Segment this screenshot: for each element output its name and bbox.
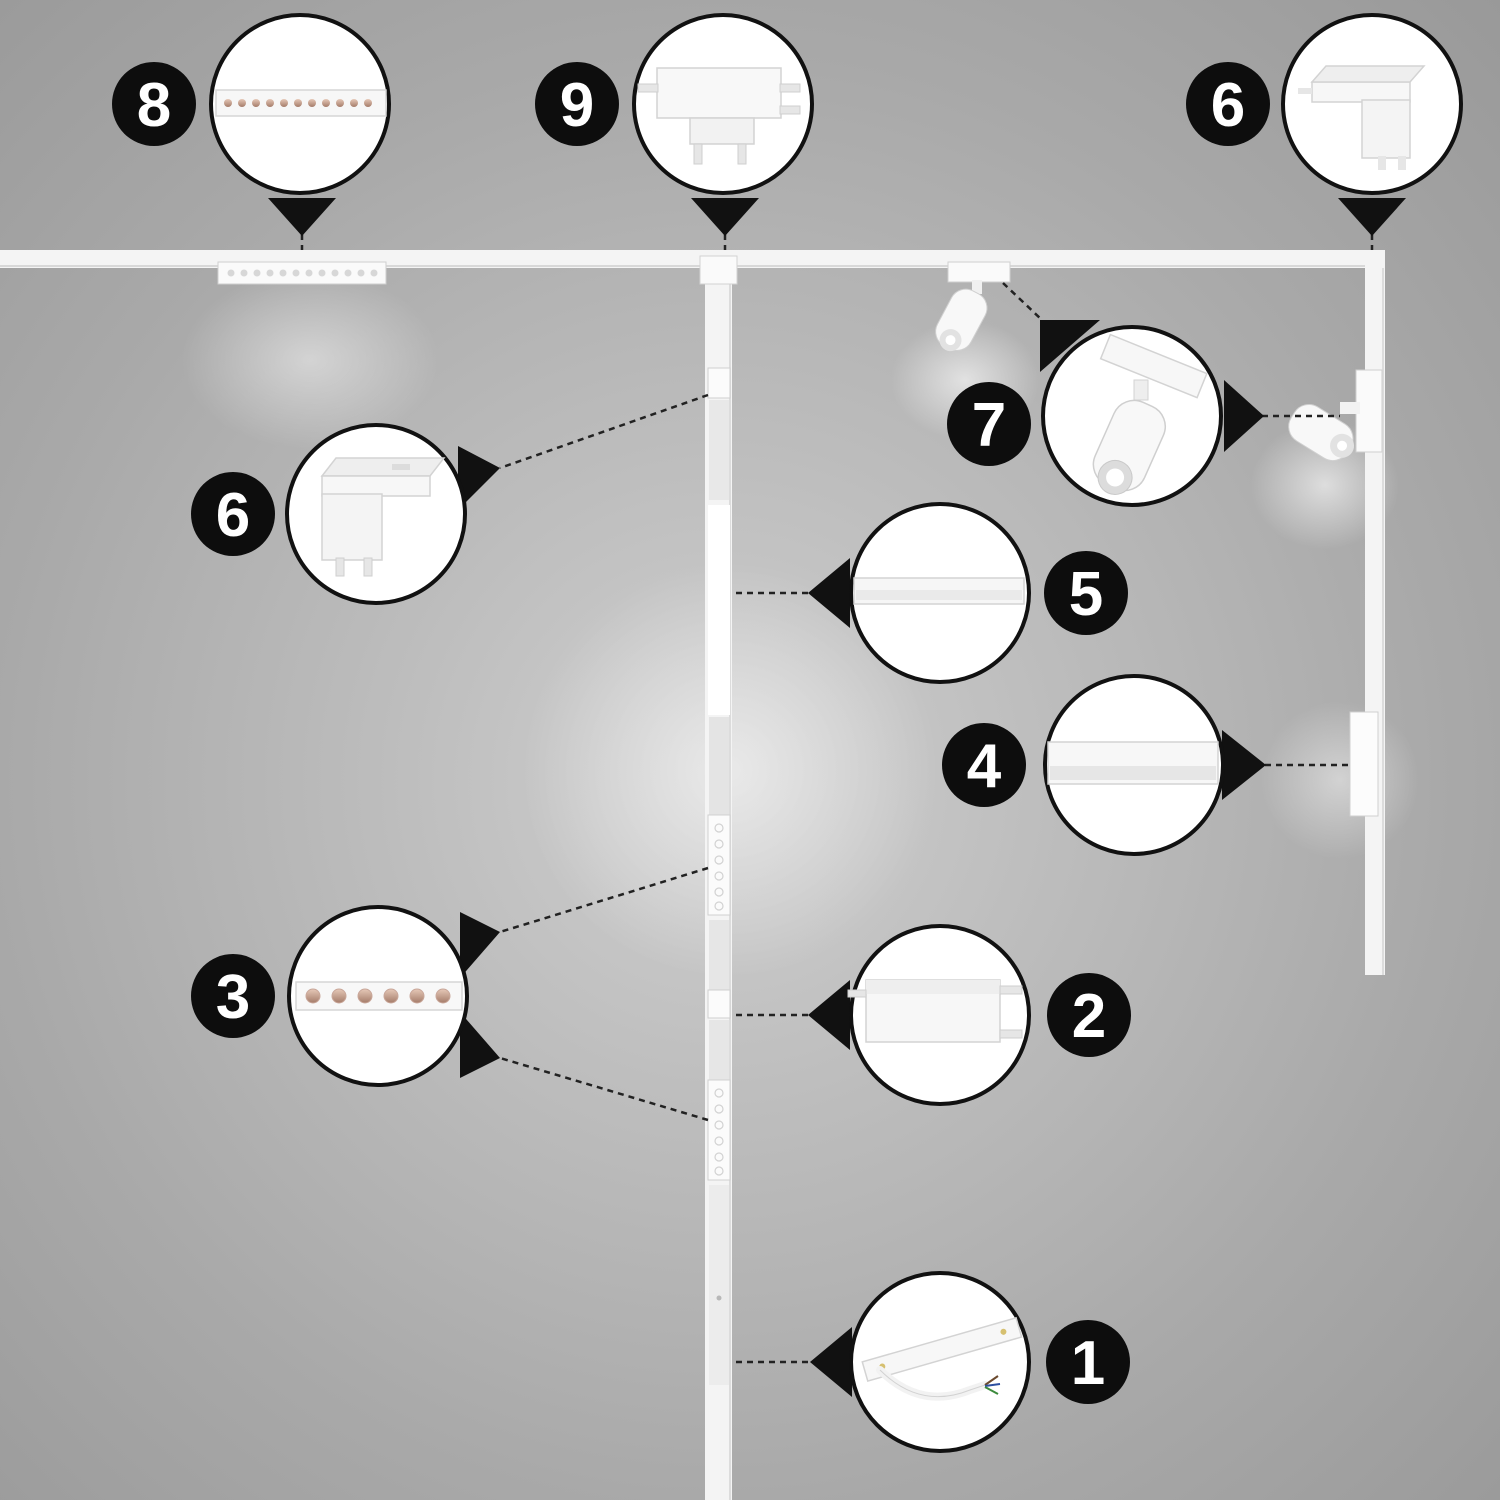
corner-connector-icon <box>1298 65 1426 170</box>
linear-light-fixture-top <box>217 261 387 285</box>
linear-light-fixture-low <box>707 1079 731 1181</box>
wall-washer-light-icon <box>1047 741 1219 785</box>
badge-label: 5 <box>1069 560 1103 629</box>
straight-connector-icon <box>847 979 1023 1043</box>
pointer-down <box>691 198 759 236</box>
badge-label: 1 <box>1071 1329 1105 1398</box>
linear-diffuser-light-icon <box>853 577 1025 605</box>
badge-5: 5 <box>1044 551 1128 635</box>
badge-1: 1 <box>1046 1320 1130 1404</box>
badge-label: 4 <box>967 732 1002 801</box>
t-junction-block <box>699 255 738 285</box>
badge-label: 7 <box>972 391 1006 460</box>
pointer-left <box>810 1327 852 1397</box>
power-feed-icon <box>861 1316 1023 1401</box>
pointer-right <box>1222 730 1266 800</box>
callout-circle-4[interactable] <box>1043 674 1225 856</box>
pointer-spot <box>1040 320 1100 372</box>
callout-circle-6-top[interactable] <box>1281 13 1463 195</box>
badge-label: 2 <box>1072 982 1106 1051</box>
callout-circle-1[interactable] <box>849 1271 1031 1453</box>
badge-6-top: 6 <box>1186 62 1270 146</box>
callout-circle-2[interactable] <box>847 924 1031 1106</box>
badge-label: 6 <box>1211 71 1245 140</box>
track-fixtures <box>217 255 1383 1385</box>
pointer-down <box>268 198 336 236</box>
vertical-track-modules <box>707 367 731 1385</box>
badge-label: 6 <box>216 481 250 550</box>
pointer-left <box>808 558 850 628</box>
badge-9: 9 <box>535 62 619 146</box>
pointer-down <box>1338 198 1406 236</box>
leader-lines <box>300 234 1374 1364</box>
badge-7: 7 <box>947 382 1031 466</box>
badge-label: 8 <box>137 71 171 140</box>
badge-4: 4 <box>942 723 1026 807</box>
spotlight-icon <box>1092 333 1208 495</box>
callout-circle-8[interactable] <box>209 13 391 195</box>
badge-2: 2 <box>1047 973 1131 1057</box>
linear-light-6-head-icon <box>295 981 463 1011</box>
callout-circle-7[interactable] <box>1041 325 1223 507</box>
badge-label: 9 <box>560 71 594 140</box>
spotlight-fixture-right <box>1288 369 1383 462</box>
pointer-right <box>458 446 500 510</box>
badge-6-left: 6 <box>191 472 275 556</box>
spotlight-fixture-top <box>935 261 1011 352</box>
badge-label: 3 <box>216 963 250 1032</box>
callout-circle-9[interactable] <box>632 13 814 195</box>
linear-light-12-head-icon <box>215 89 387 117</box>
badge-3: 3 <box>191 954 275 1038</box>
callout-circle-3[interactable] <box>287 905 469 1087</box>
wall-washer-fixture <box>1349 711 1379 817</box>
callout-circle-5[interactable] <box>849 502 1031 684</box>
callout-pointers <box>268 198 1406 1397</box>
t-connector-icon <box>637 67 801 165</box>
number-badges: 8 9 6 6 7 5 4 3 <box>112 62 1270 1404</box>
badge-8: 8 <box>112 62 196 146</box>
linear-light-fixture-mid <box>707 814 731 916</box>
pointer-left <box>808 980 850 1050</box>
pointer-right <box>460 912 500 978</box>
corner-connector-icon <box>320 457 446 577</box>
pointer-right <box>1224 380 1264 452</box>
pointer-right <box>460 1012 500 1078</box>
callout-circle-6-left[interactable] <box>285 423 467 605</box>
